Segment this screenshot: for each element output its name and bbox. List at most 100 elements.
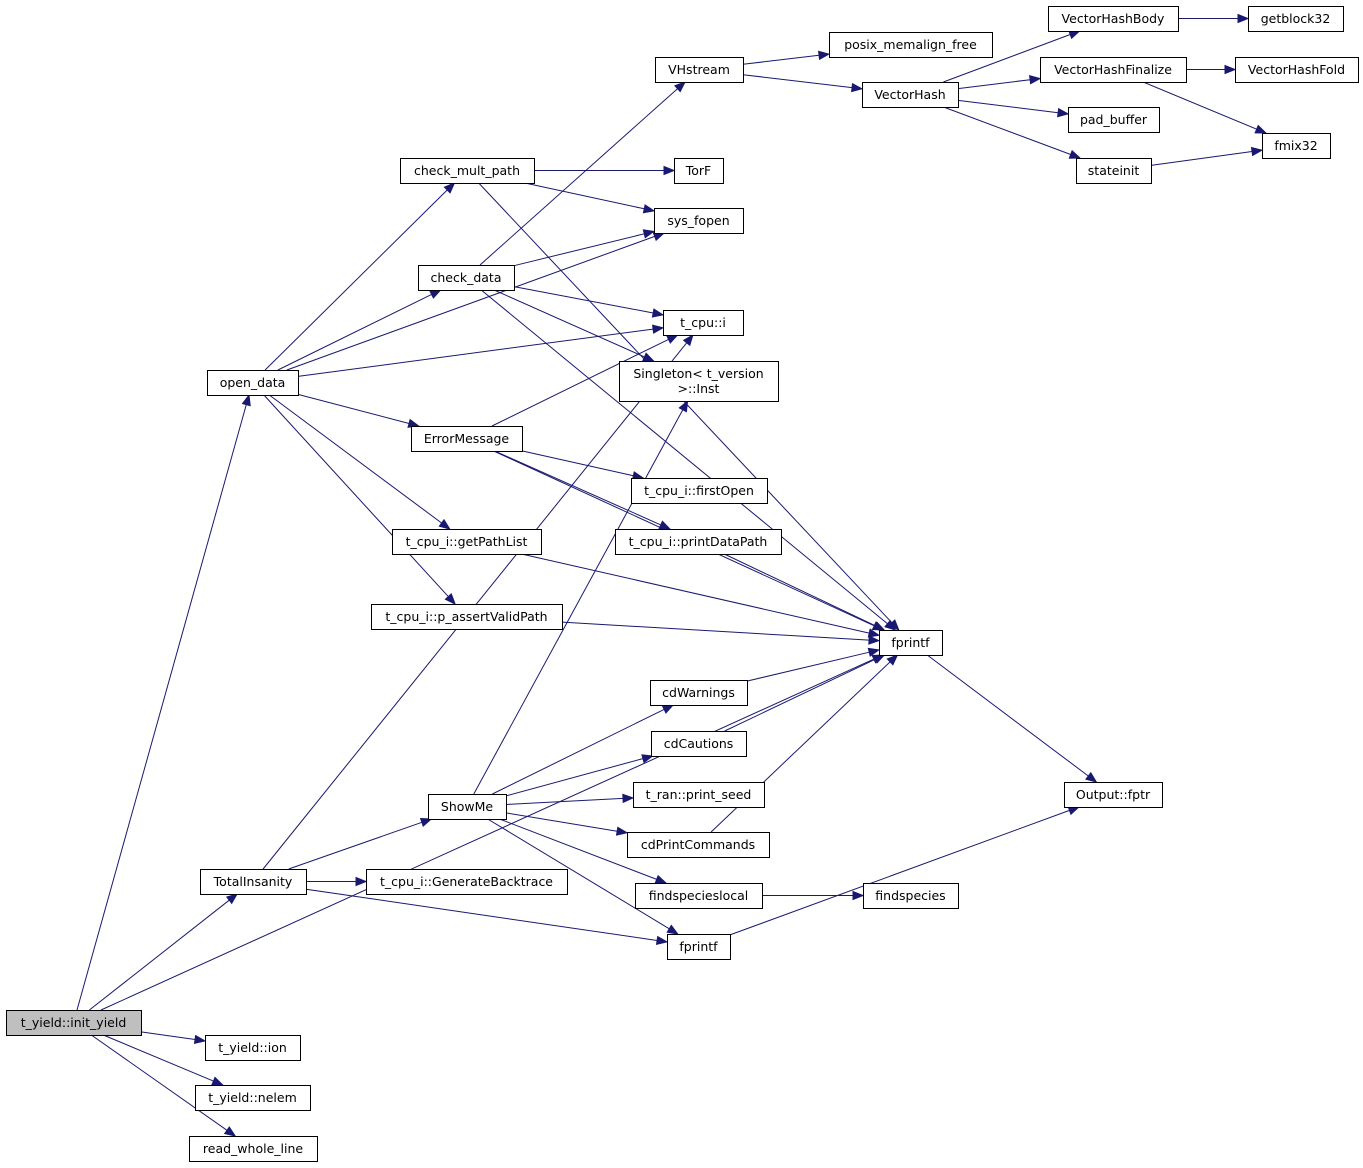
edge-open_data-to-t_cpu_i xyxy=(297,324,665,377)
node-label: read_whole_line xyxy=(203,1141,303,1156)
graph-node[interactable]: check_mult_path xyxy=(400,158,535,184)
graph-node[interactable]: VectorHashFinalize xyxy=(1040,57,1187,83)
arrowhead-icon xyxy=(1057,107,1070,118)
graph-node[interactable]: findspecies xyxy=(863,883,959,909)
arrowhead-icon xyxy=(443,182,456,194)
graph-node[interactable]: getblock32 xyxy=(1248,6,1344,32)
edge-open_data-to-ErrorMessage xyxy=(297,393,421,428)
edge-line xyxy=(521,450,634,477)
arrowhead-icon xyxy=(884,619,897,631)
node-label: VectorHashFinalize xyxy=(1054,62,1172,77)
graph-node[interactable]: t_yield::nelem xyxy=(195,1085,311,1111)
graph-node[interactable]: read_whole_line xyxy=(189,1136,318,1162)
arrowhead-icon xyxy=(868,635,881,645)
arrowhead-icon xyxy=(867,628,881,638)
graph-node[interactable]: fprintf xyxy=(667,934,731,960)
edge-line xyxy=(492,708,665,795)
graph-node[interactable]: ShowMe xyxy=(428,794,507,820)
graph-node[interactable]: t_cpu_i::GenerateBacktrace xyxy=(366,869,568,895)
node-label: t_cpu_i::printDataPath xyxy=(629,534,768,549)
graph-node[interactable]: VectorHashBody xyxy=(1048,6,1179,32)
graph-node[interactable]: Singleton< t_version>::Inst xyxy=(619,361,779,402)
node-label: VectorHashBody xyxy=(1062,11,1165,26)
edge-init_yield-to-read_whole_line xyxy=(91,1034,237,1137)
node-label: check_mult_path xyxy=(414,163,520,178)
node-label: t_cpu_i::GenerateBacktrace xyxy=(380,874,553,889)
node-label: cdPrintCommands xyxy=(641,837,755,852)
edge-line xyxy=(479,88,678,266)
node-box xyxy=(615,529,782,555)
arrowhead-icon xyxy=(886,654,899,666)
graph-node[interactable]: fprintf xyxy=(879,630,943,656)
graph-node[interactable]: pad_buffer xyxy=(1068,107,1160,133)
graph-node[interactable]: cdCautions xyxy=(651,731,747,757)
node-box xyxy=(829,32,993,58)
edge-line xyxy=(277,293,432,371)
arrowhead-icon xyxy=(193,1034,207,1045)
graph-node[interactable]: VectorHashFold xyxy=(1235,57,1359,83)
node-box xyxy=(1040,57,1187,83)
node-label: t_cpu_i::getPathList xyxy=(406,534,528,549)
edge-line xyxy=(76,404,247,1011)
graph-node[interactable]: findspecieslocal xyxy=(635,883,763,909)
graph-node[interactable]: sys_fopen xyxy=(654,208,744,234)
edge-line xyxy=(957,99,1059,114)
graph-node[interactable]: t_cpu_i::printDataPath xyxy=(615,529,782,555)
node-box xyxy=(631,478,768,504)
edge-TotalInsanity-to-fprintf2 xyxy=(305,888,669,946)
node-box xyxy=(879,630,943,656)
edge-ShowMe-to-cdWarnings xyxy=(492,704,675,795)
nodes-layer: t_yield::init_yieldt_yield::iont_yield::… xyxy=(6,6,1359,1162)
arrowhead-icon xyxy=(661,704,675,714)
edge-check_mult_path-to-TorF xyxy=(534,165,676,176)
edge-line xyxy=(473,409,684,795)
node-label: t_cpu_i::firstOpen xyxy=(644,483,754,498)
arrowhead-icon xyxy=(652,324,665,334)
graph-node[interactable]: TorF xyxy=(674,158,724,184)
edge-open_data-to-check_data xyxy=(277,289,442,371)
edge-open_data-to-sys_fopen xyxy=(286,232,666,371)
edge-open_data-to-p_assertValidPath xyxy=(263,394,457,605)
node-label: fprintf xyxy=(891,635,930,650)
edge-line xyxy=(729,809,1070,936)
graph-node[interactable]: posix_memalign_free xyxy=(829,32,993,58)
arrowhead-icon xyxy=(225,893,239,905)
node-label: Singleton< t_version xyxy=(633,366,763,381)
edge-line xyxy=(943,34,1071,83)
node-label: ShowMe xyxy=(441,799,494,814)
arrowhead-icon xyxy=(223,1126,237,1137)
graph-node[interactable]: t_ran::print_seed xyxy=(633,782,765,808)
graph-node[interactable]: Output::fptr xyxy=(1064,782,1163,808)
edge-line xyxy=(288,821,423,870)
graph-node[interactable]: TotalInsanity xyxy=(200,869,307,895)
node-label: VectorHashFold xyxy=(1248,62,1345,77)
edge-TotalInsanity-to-ShowMe xyxy=(288,817,433,870)
edge-line xyxy=(521,553,870,634)
graph-node[interactable]: t_cpu_i::firstOpen xyxy=(631,478,768,504)
edge-line xyxy=(513,233,645,267)
graph-node[interactable]: VectorHash xyxy=(862,82,959,108)
arrowhead-icon xyxy=(211,1076,224,1086)
edge-stateinit-to-fmix32 xyxy=(1150,146,1264,166)
node-label: sys_fopen xyxy=(667,213,729,228)
edge-line xyxy=(494,450,662,526)
graph-node[interactable]: t_cpu::i xyxy=(663,310,744,336)
graph-node[interactable]: t_cpu_i::getPathList xyxy=(392,529,542,555)
arrowhead-icon xyxy=(615,826,629,836)
graph-node[interactable]: check_data xyxy=(418,265,515,291)
edges-layer xyxy=(76,13,1268,1137)
graph-node[interactable]: t_cpu_i::p_assertValidPath xyxy=(371,604,563,630)
node-box xyxy=(655,57,744,83)
graph-node[interactable]: VHstream xyxy=(655,57,744,83)
edge-line xyxy=(742,74,853,89)
graph-node[interactable]: t_yield::ion xyxy=(205,1035,301,1061)
graph-node[interactable]: ErrorMessage xyxy=(411,426,523,452)
graph-node[interactable]: stateinit xyxy=(1076,158,1152,184)
graph-node[interactable]: cdPrintCommands xyxy=(627,832,770,858)
node-box xyxy=(663,310,744,336)
graph-node[interactable]: fmix32 xyxy=(1262,133,1331,159)
graph-node[interactable]: cdWarnings xyxy=(650,680,748,706)
graph-node[interactable]: open_data xyxy=(207,370,299,396)
node-label: t_cpu_i::p_assertValidPath xyxy=(385,609,547,624)
